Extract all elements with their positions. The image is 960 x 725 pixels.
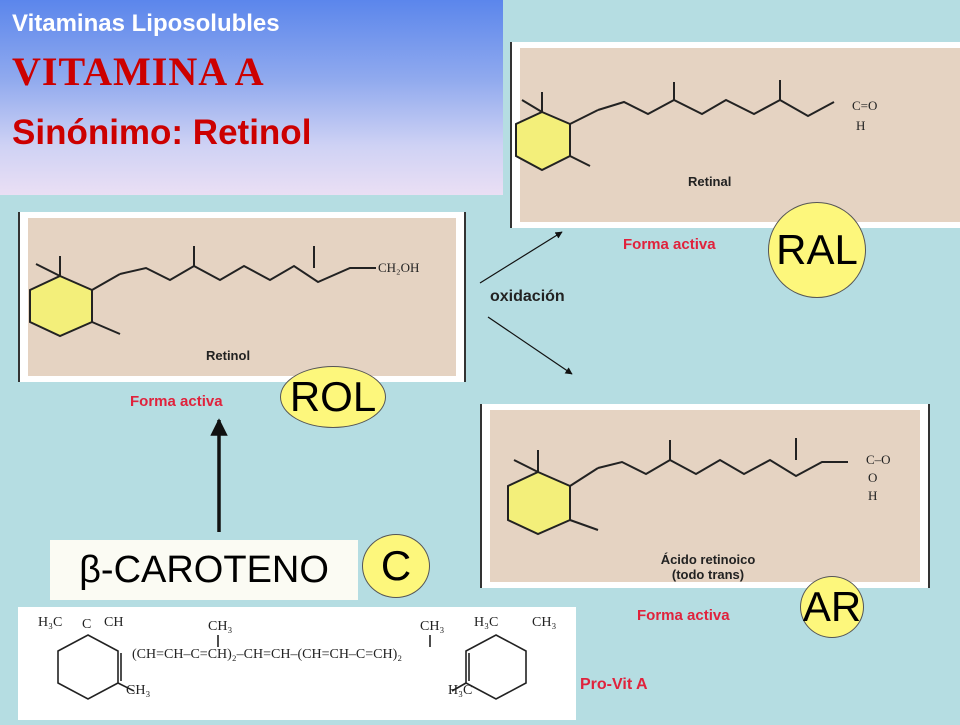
section-subtitle: Vitaminas Liposolubles bbox=[12, 10, 280, 37]
ar-badge: AR bbox=[800, 576, 864, 638]
retinol-group: CH₂OH bbox=[378, 260, 419, 275]
rol-badge: ROL bbox=[280, 366, 386, 428]
formula-left-top: H₃C bbox=[38, 615, 63, 630]
acido-group-top: C–O bbox=[866, 452, 891, 467]
formula-mid-ch3-2: CH₃ bbox=[420, 619, 445, 634]
title-box: Vitaminas Liposolubles VITAMINA A Sinóni… bbox=[0, 0, 503, 195]
acido-group-mid: O bbox=[868, 470, 877, 485]
ral-badge: RAL bbox=[768, 202, 866, 298]
acido-structure: C–O O H bbox=[507, 438, 891, 536]
retinol-forma-activa: Forma activa bbox=[130, 393, 223, 410]
formula-left-bottom: CH₃ bbox=[126, 683, 151, 698]
provit-label: Pro-Vit A bbox=[580, 676, 648, 693]
formula-chain: (CH=CH–C=CH)₂–CH=CH–(CH=CH–C=CH)₂ bbox=[132, 647, 403, 662]
retinol-name: Retinol bbox=[206, 348, 251, 363]
page-title: VITAMINA A bbox=[12, 49, 265, 94]
arrow-to-retinal bbox=[479, 231, 563, 284]
formula-right-top2: CH₃ bbox=[532, 615, 557, 630]
synonym-text: Sinónimo: Retinol bbox=[12, 113, 312, 152]
acido-group-bottom: H bbox=[868, 488, 877, 503]
retinal-panel: C=O H Retinal bbox=[510, 42, 960, 228]
arrow-to-acido bbox=[487, 316, 573, 375]
acido-panel: C–O O H Ácido retinoico (todo trans) bbox=[480, 404, 930, 588]
acido-name-line1: Ácido retinoico bbox=[660, 552, 756, 567]
retinol-panel-bg bbox=[28, 218, 456, 376]
retinal-group-top: C=O bbox=[852, 98, 877, 113]
carotene-formula: H₃C C CH CH₃ CH₃ CH₃ (CH=CH–C=CH)₂–CH=CH… bbox=[18, 607, 576, 720]
formula-mid-ch3-1: CH₃ bbox=[208, 619, 233, 634]
acido-forma-activa: Forma activa bbox=[637, 607, 730, 624]
formula-right-top1: H₃C bbox=[474, 615, 499, 630]
formula-left-ch3: CH bbox=[104, 615, 124, 630]
formula-right-bottom: H₃C bbox=[448, 683, 473, 698]
retinol-panel: CH₂OH Retinol bbox=[18, 212, 466, 382]
oxidation-label: oxidación bbox=[490, 288, 565, 305]
retinal-name: Retinal bbox=[688, 174, 732, 189]
acido-name-line2: (todo trans) bbox=[671, 567, 745, 582]
carotene-label: β-CAROTENO bbox=[50, 540, 358, 600]
c-badge: C bbox=[362, 534, 430, 598]
carotene-structure bbox=[57, 634, 527, 700]
retinal-structure: C=O H bbox=[515, 80, 877, 172]
acido-name: Ácido retinoico (todo trans) bbox=[638, 552, 778, 582]
retinal-forma-activa: Forma activa bbox=[623, 236, 716, 253]
retinol-structure: CH₂OH bbox=[29, 246, 419, 338]
formula-left-c: C bbox=[82, 617, 92, 632]
retinal-group-bottom: H bbox=[856, 118, 865, 133]
retinal-panel-bg bbox=[520, 48, 960, 222]
